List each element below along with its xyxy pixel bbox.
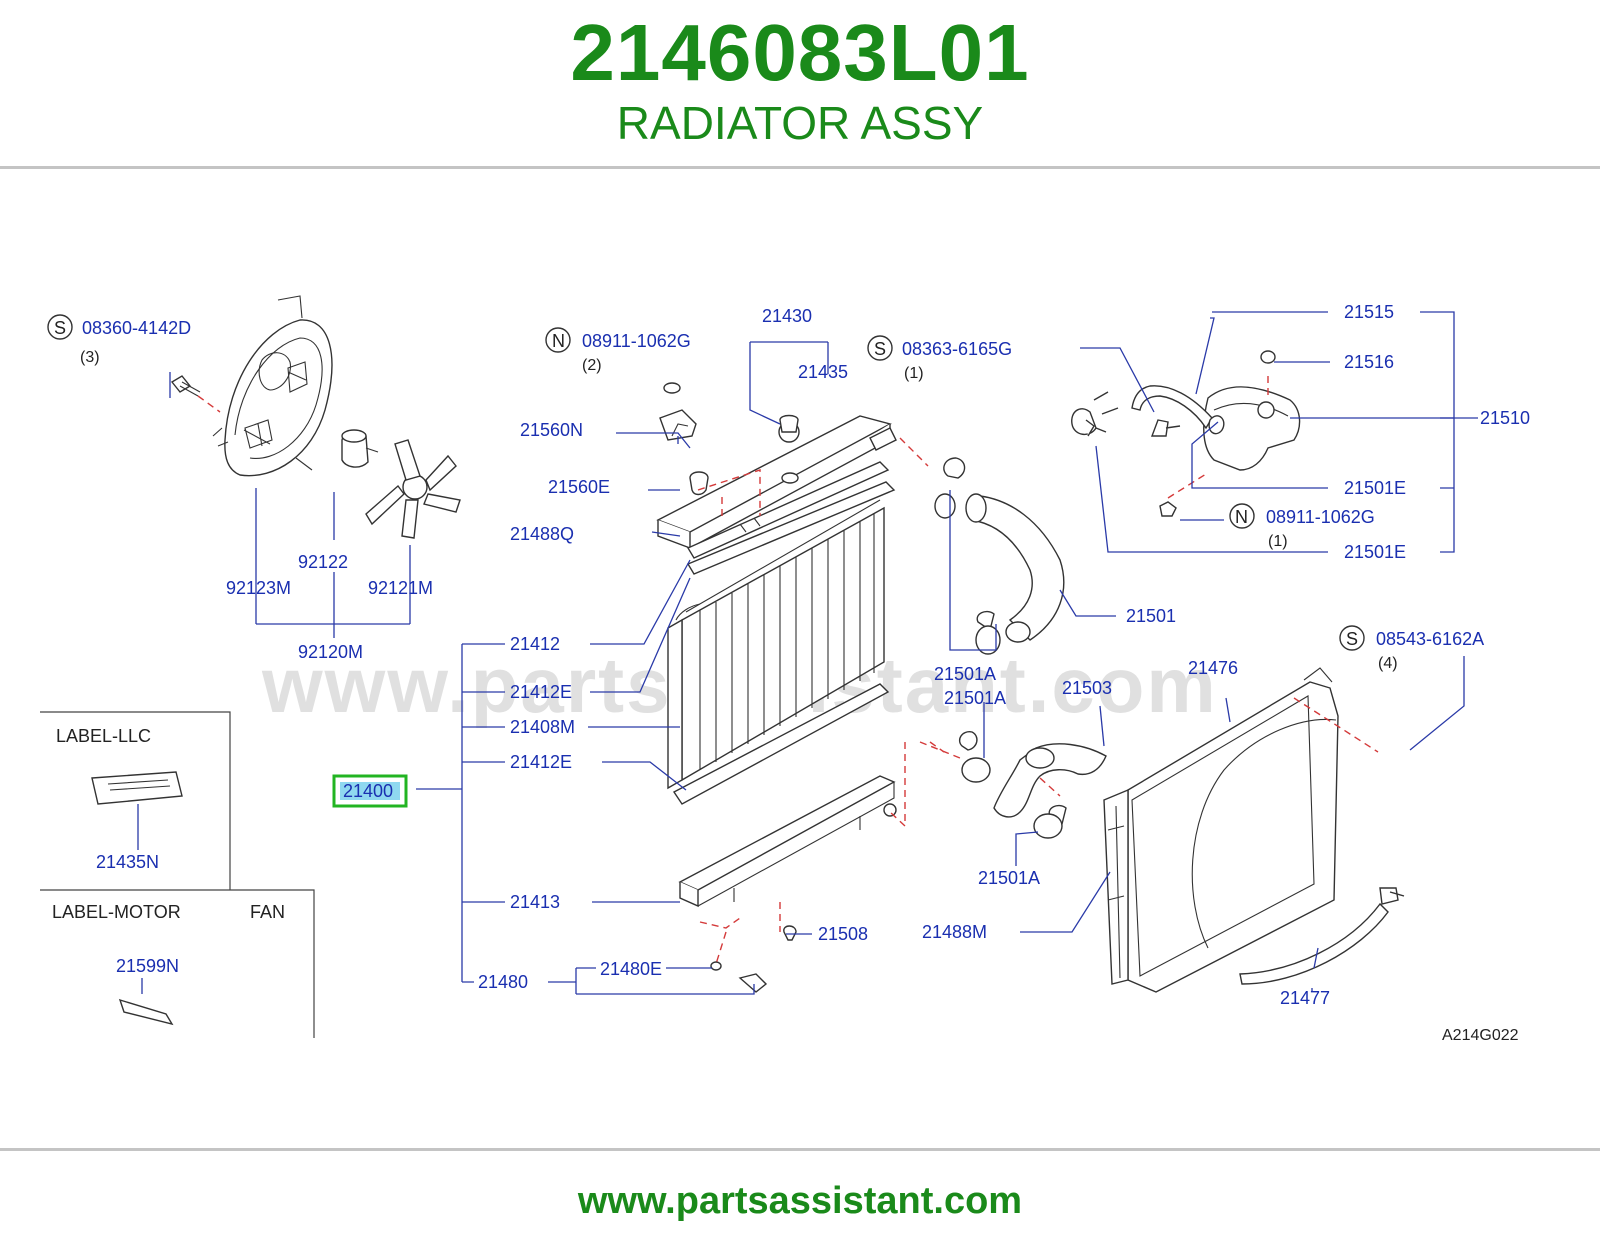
part-label-92120M[interactable]: 92120M — [298, 642, 363, 662]
part-label-21515[interactable]: 21515 — [1344, 302, 1394, 322]
label-llc-title: LABEL-LLC — [56, 726, 151, 746]
part-label-21503[interactable]: 21503 — [1062, 678, 1112, 698]
part-label-21435[interactable]: 21435 — [798, 362, 848, 382]
part-label-21480[interactable]: 21480 — [478, 972, 528, 992]
part-name-subtitle: RADIATOR ASSY — [616, 97, 984, 149]
page-header: 2146083L01 RADIATOR ASSY — [0, 0, 1600, 168]
part-label-21560N[interactable]: 21560N — [520, 420, 583, 440]
parts-diagram: www.partsassistant.com — [0, 172, 1600, 1132]
part-label-21501A-lower[interactable]: 21501A — [978, 868, 1040, 888]
part-label-21435N[interactable]: 21435N — [96, 852, 159, 872]
part-label-21599N[interactable]: 21599N — [116, 956, 179, 976]
hose-drawing — [934, 457, 1107, 839]
fan-blade-drawing — [365, 439, 461, 539]
part-number-title: 2146083L01 — [570, 8, 1030, 97]
part-label-21430[interactable]: 21430 — [762, 306, 812, 326]
fan-motor-drawing — [341, 429, 379, 468]
fastener-qty-3: (1) — [904, 365, 924, 382]
part-label-21501A-middle[interactable]: 21501A — [944, 688, 1006, 708]
svg-text:S: S — [54, 318, 66, 338]
part-label-21488M[interactable]: 21488M — [922, 922, 987, 942]
fastener-code-5: 08543-6162A — [1376, 629, 1484, 649]
part-label-21508[interactable]: 21508 — [818, 924, 868, 944]
fastener-code-1: 08360-4142D — [82, 318, 191, 338]
fastener-code-4: 08911-1062G — [1266, 507, 1375, 527]
part-label-92123M[interactable]: 92123M — [226, 578, 291, 598]
part-label-21408M[interactable]: 21408M — [510, 717, 575, 737]
part-label-21516[interactable]: 21516 — [1344, 352, 1394, 372]
svg-text:N: N — [1235, 507, 1248, 527]
radiator-drawing — [656, 382, 897, 993]
fastener-code-3: 08363-6165G — [902, 339, 1012, 359]
svg-text:S: S — [874, 339, 886, 359]
fan-shroud-drawing — [170, 295, 333, 477]
fastener-qty-4: (1) — [1268, 533, 1288, 550]
label-motor-title: LABEL-MOTOR — [52, 902, 181, 922]
part-label-21477[interactable]: 21477 — [1280, 988, 1330, 1008]
fastener-qty-5: (4) — [1378, 655, 1398, 672]
fastener-symbols: S N S N S — [47, 314, 1365, 651]
part-label-21412E-lower[interactable]: 21412E — [510, 752, 572, 772]
reservoir-tank-drawing — [1071, 350, 1301, 517]
fastener-qty-2: (2) — [582, 357, 602, 374]
top-divider — [0, 166, 1600, 169]
part-label-21488Q[interactable]: 21488Q — [510, 524, 574, 544]
fastener-code-2: 08911-1062G — [582, 331, 691, 351]
part-label-21412E-upper[interactable]: 21412E — [510, 682, 572, 702]
part-label-21501A-upper[interactable]: 21501A — [934, 664, 996, 684]
diagram-code: A214G022 — [1442, 1027, 1519, 1044]
label-boxes — [40, 711, 315, 1038]
part-label-21412[interactable]: 21412 — [510, 634, 560, 654]
part-label-21480E[interactable]: 21480E — [600, 959, 662, 979]
footer-website-link[interactable]: www.partsassistant.com — [577, 1180, 1023, 1222]
bottom-divider — [0, 1148, 1600, 1151]
part-label-92122[interactable]: 92122 — [298, 552, 348, 572]
part-label-21501E-lower[interactable]: 21501E — [1344, 542, 1406, 562]
part-label-21501E-upper[interactable]: 21501E — [1344, 478, 1406, 498]
svg-text:S: S — [1346, 629, 1358, 649]
highlighted-part-21400[interactable]: 21400 — [332, 774, 408, 808]
part-label-21476[interactable]: 21476 — [1188, 658, 1238, 678]
svg-text:N: N — [552, 331, 565, 351]
part-label-21560E[interactable]: 21560E — [548, 477, 610, 497]
part-label-21510[interactable]: 21510 — [1480, 408, 1530, 428]
fan-title: FAN — [250, 902, 285, 922]
part-label-21400[interactable]: 21400 — [343, 781, 393, 801]
part-label-21501[interactable]: 21501 — [1126, 606, 1176, 626]
part-label-21413[interactable]: 21413 — [510, 892, 560, 912]
leader-lines — [416, 311, 1478, 995]
fastener-qty-1: (3) — [80, 349, 100, 366]
part-label-92121M[interactable]: 92121M — [368, 578, 433, 598]
